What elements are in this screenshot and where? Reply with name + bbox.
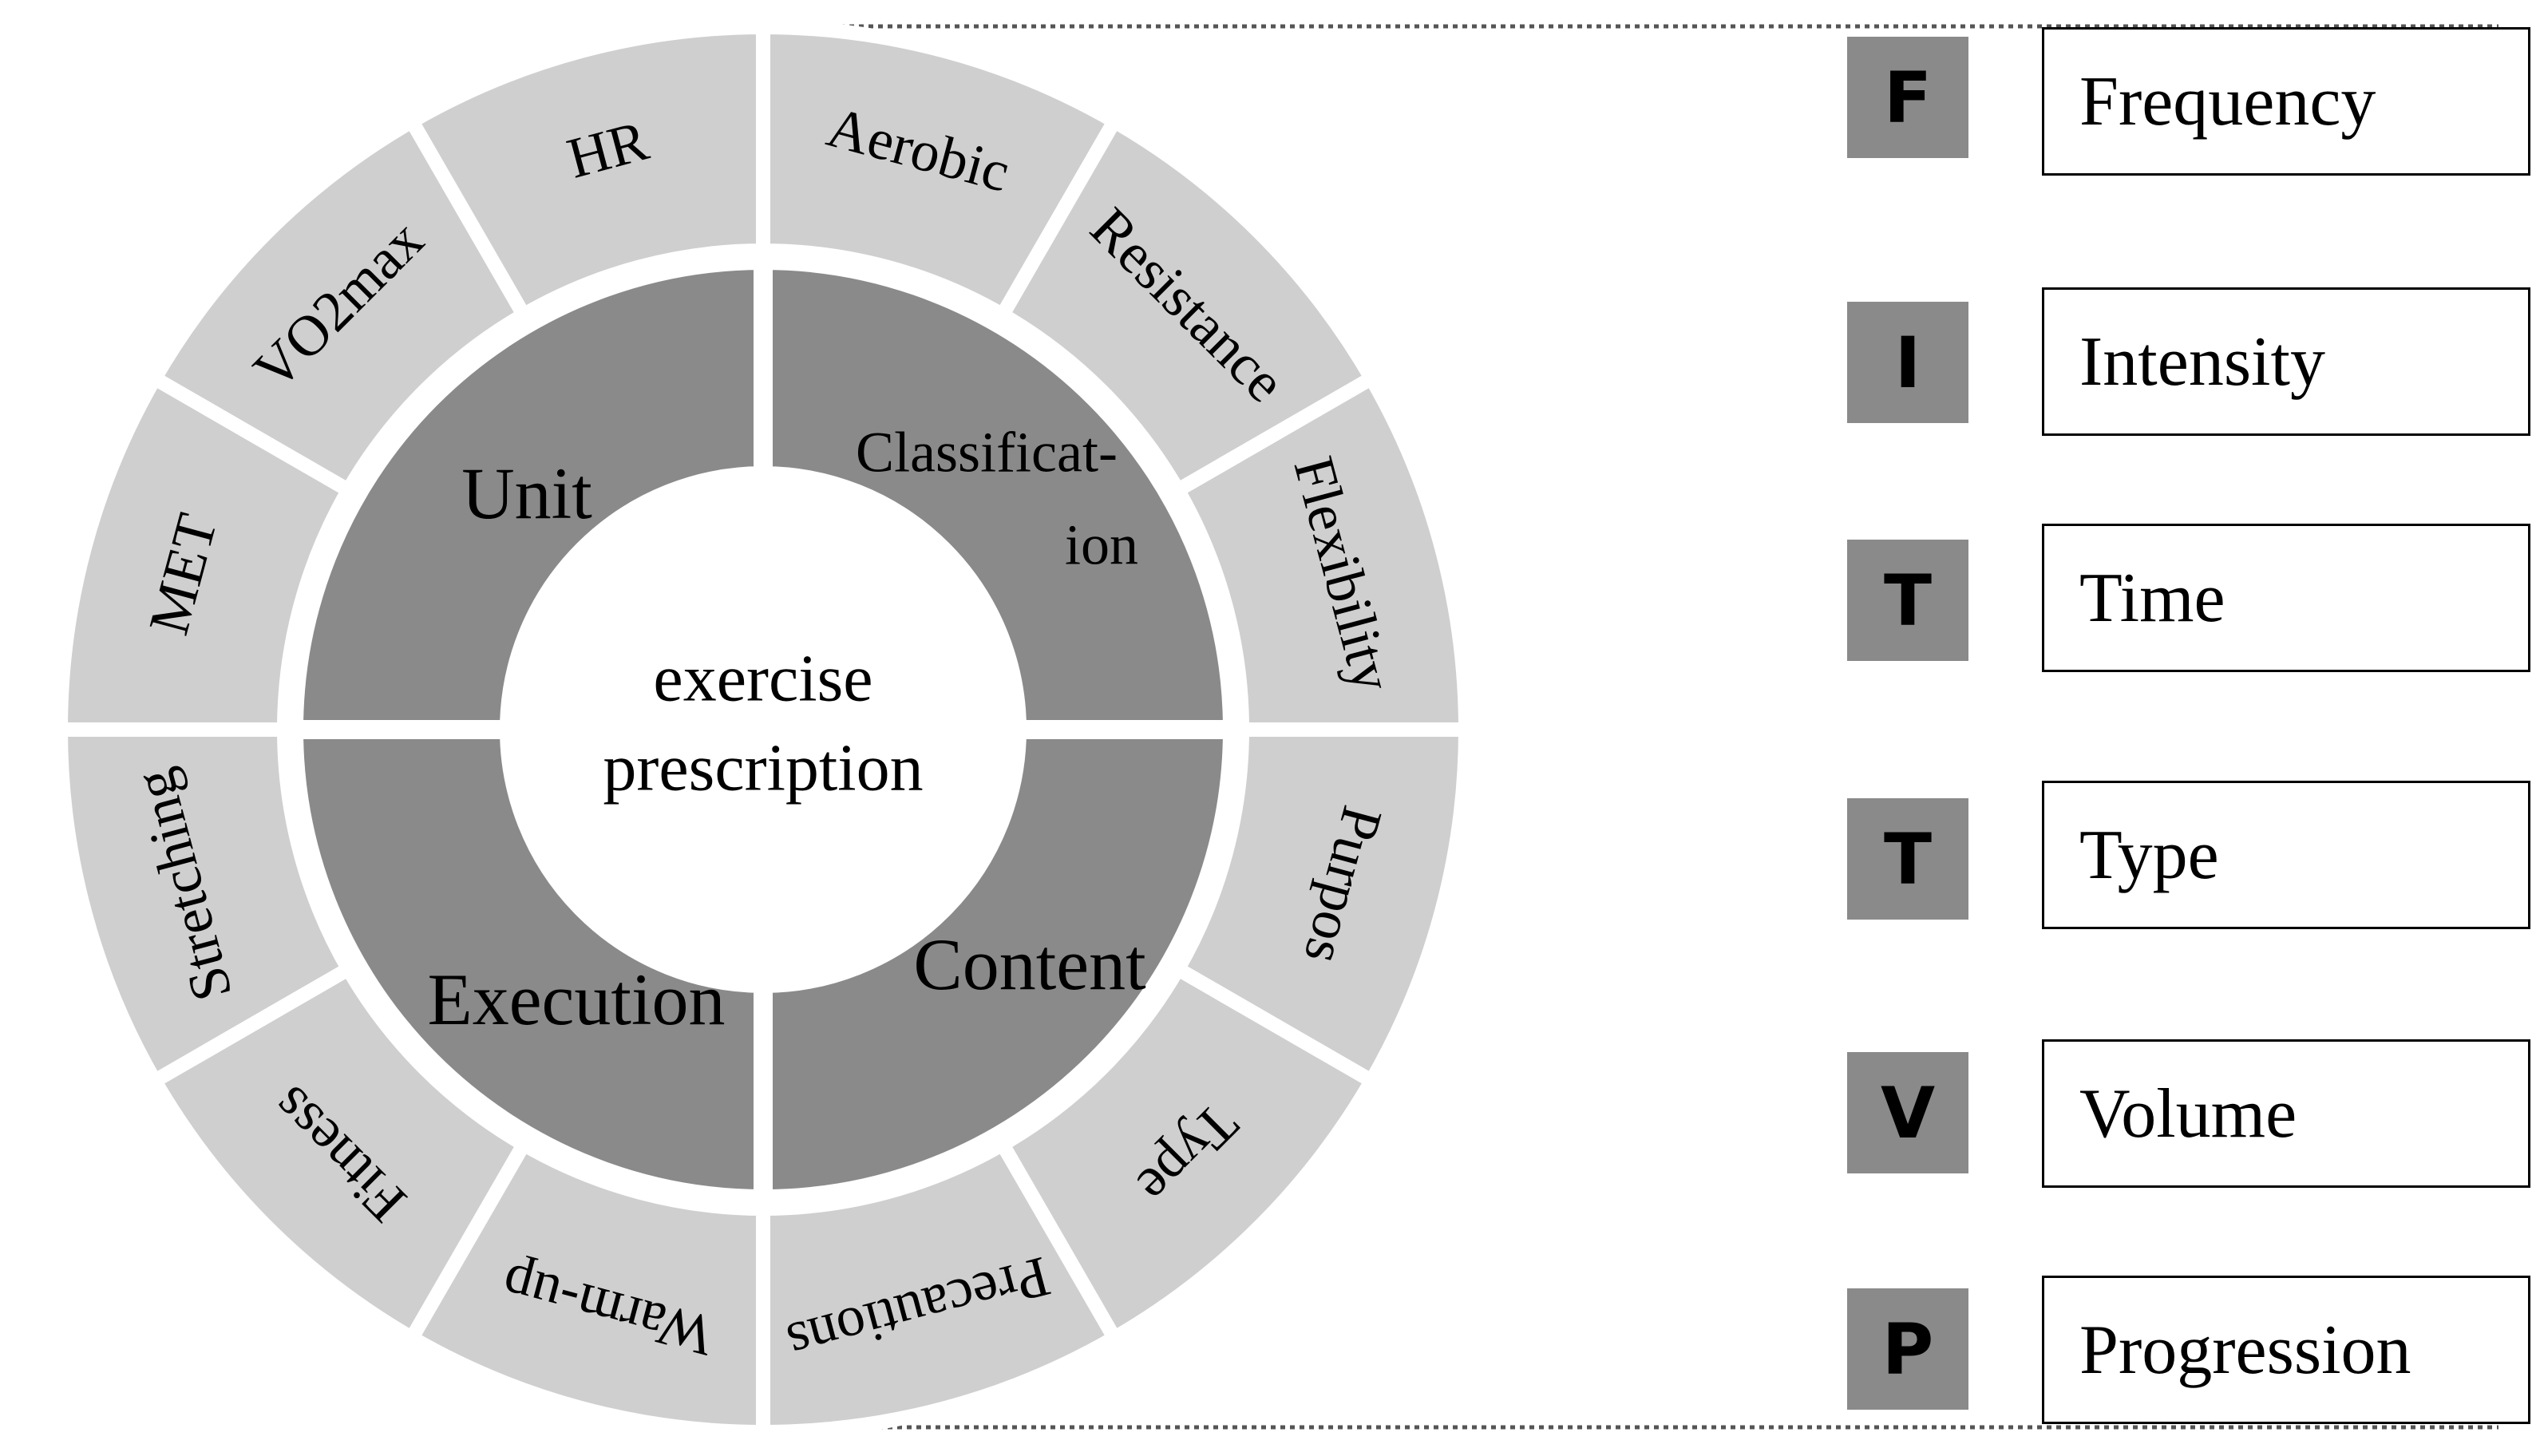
legend-label-volume: Volume (2042, 1039, 2530, 1188)
legend-label-intensity: Intensity (2042, 287, 2530, 436)
center-circle (509, 476, 1017, 983)
legend-letter-volume: V (1847, 1052, 1968, 1173)
inner-label-unit: Unit (461, 453, 592, 534)
inner-label-classification-line1: Classificat- (856, 421, 1118, 485)
inner-label-content: Content (913, 924, 1146, 1005)
legend-letter-type: T (1847, 798, 1968, 920)
legend-label-time: Time (2042, 524, 2530, 672)
legend-letter-time: T (1847, 540, 1968, 661)
center-text-line1: exercise (653, 641, 872, 715)
inner-label-execution: Execution (428, 959, 726, 1040)
legend-label-type: Type (2042, 781, 2530, 929)
legend-letter-frequency: F (1847, 37, 1968, 158)
inner-label-classification-line2: ion (1065, 513, 1138, 577)
legend-label-frequency: Frequency (2042, 27, 2530, 176)
legend-letter-intensity: I (1847, 302, 1968, 423)
legend-label-progression: Progression (2042, 1276, 2530, 1424)
legend-letter-progression: P (1847, 1288, 1968, 1410)
center-text-line2: prescription (603, 730, 923, 805)
